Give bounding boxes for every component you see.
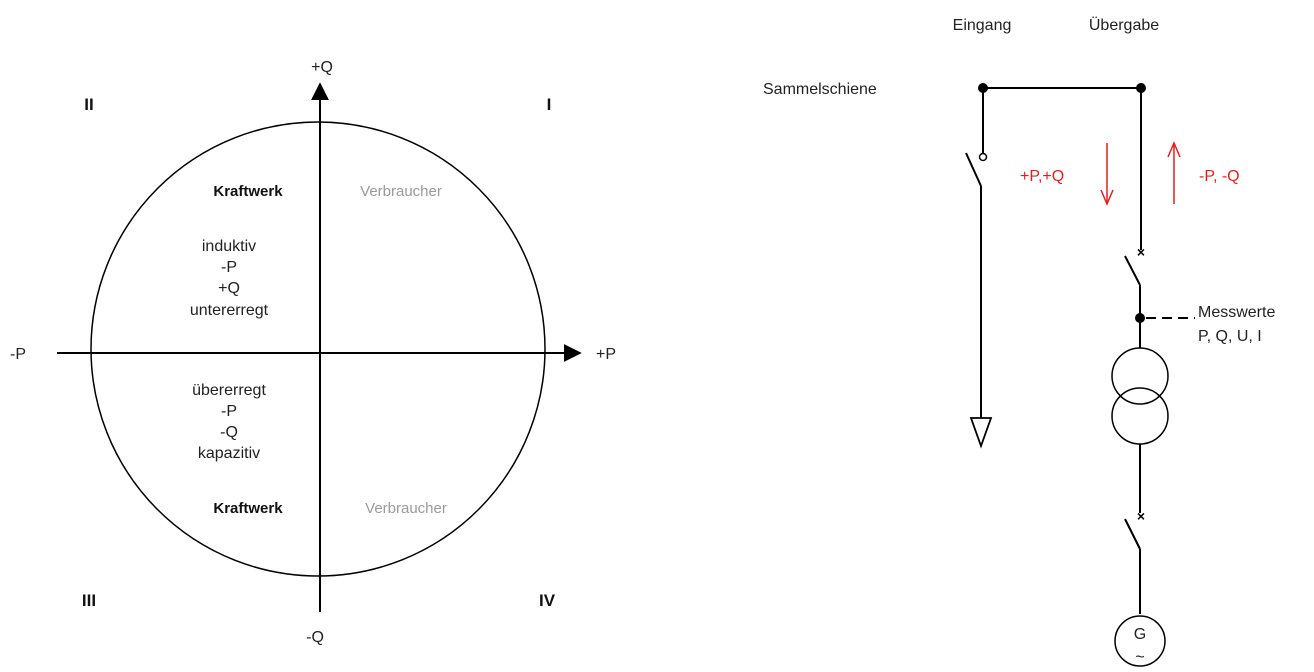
- quadrant-label-4: IV: [539, 591, 556, 610]
- axis-label-pos-p: +P: [596, 346, 616, 363]
- breaker-mark: ×: [1137, 508, 1145, 524]
- uebergabe-label: Übergabe: [1089, 16, 1159, 34]
- lower-left-line: kapazitiv: [198, 445, 260, 462]
- power-flow-in: +P,+Q: [1020, 143, 1114, 206]
- arrow-down-head: [1100, 189, 1114, 206]
- upper-left-line: untererregt: [190, 302, 269, 319]
- measuring-node: [1135, 313, 1145, 323]
- upper-right-title: Verbraucher: [360, 183, 442, 200]
- pq-diagram: +P -P +Q -Q I II III IV Kraftwerk indukt…: [10, 59, 616, 646]
- lower-left-title: Kraftwerk: [213, 500, 283, 517]
- load-arrow-icon: [969, 417, 993, 449]
- upper-left-line: +Q: [218, 280, 240, 297]
- transformer-winding-lower: [1111, 387, 1169, 445]
- upper-left-line: -P: [221, 259, 237, 276]
- quadrant-label-2: II: [84, 95, 93, 114]
- sammelschiene-label: Sammelschiene: [763, 81, 877, 98]
- lower-right-title: Verbraucher: [365, 500, 447, 517]
- breaker-blade: [1124, 255, 1141, 286]
- breaker-mark: ×: [1137, 244, 1145, 260]
- messwerte-label: Messwerte: [1198, 304, 1275, 321]
- generator-tilde: ~: [1135, 649, 1144, 666]
- eingang-branch: [965, 88, 993, 449]
- lower-left-line: -P: [221, 403, 237, 420]
- flow-out-label: -P, -Q: [1199, 168, 1240, 185]
- disconnector-blade: [965, 152, 982, 187]
- transformer-winding-upper: [1111, 347, 1169, 405]
- axis-label-pos-q: +Q: [311, 59, 333, 76]
- arrow-up-head: [1167, 141, 1181, 158]
- flow-in-label: +P,+Q: [1020, 168, 1064, 185]
- quadrant-label-1: I: [547, 95, 552, 114]
- lower-left-line: -Q: [220, 424, 238, 441]
- quadrant-label-3: III: [82, 591, 96, 610]
- messwerte-values: P, Q, U, I: [1198, 328, 1262, 345]
- generator-letter: G: [1134, 626, 1146, 643]
- switch-contact: [978, 152, 988, 162]
- breaker-blade: [1124, 518, 1141, 550]
- upper-left-line: induktiv: [202, 238, 256, 255]
- power-flow-out: -P, -Q: [1167, 141, 1240, 204]
- eingang-label: Eingang: [953, 17, 1012, 34]
- operating-circle: [90, 121, 546, 577]
- generator-symbol: [1114, 615, 1166, 667]
- uebergabe-branch: × × G ~: [1111, 88, 1195, 667]
- circuit-diagram: Eingang Übergabe Sammelschiene × ×: [763, 16, 1275, 667]
- axis-label-neg-p: -P: [10, 346, 26, 363]
- axis-label-neg-q: -Q: [306, 629, 324, 646]
- upper-left-title: Kraftwerk: [213, 183, 283, 200]
- lower-left-line: übererregt: [192, 382, 266, 399]
